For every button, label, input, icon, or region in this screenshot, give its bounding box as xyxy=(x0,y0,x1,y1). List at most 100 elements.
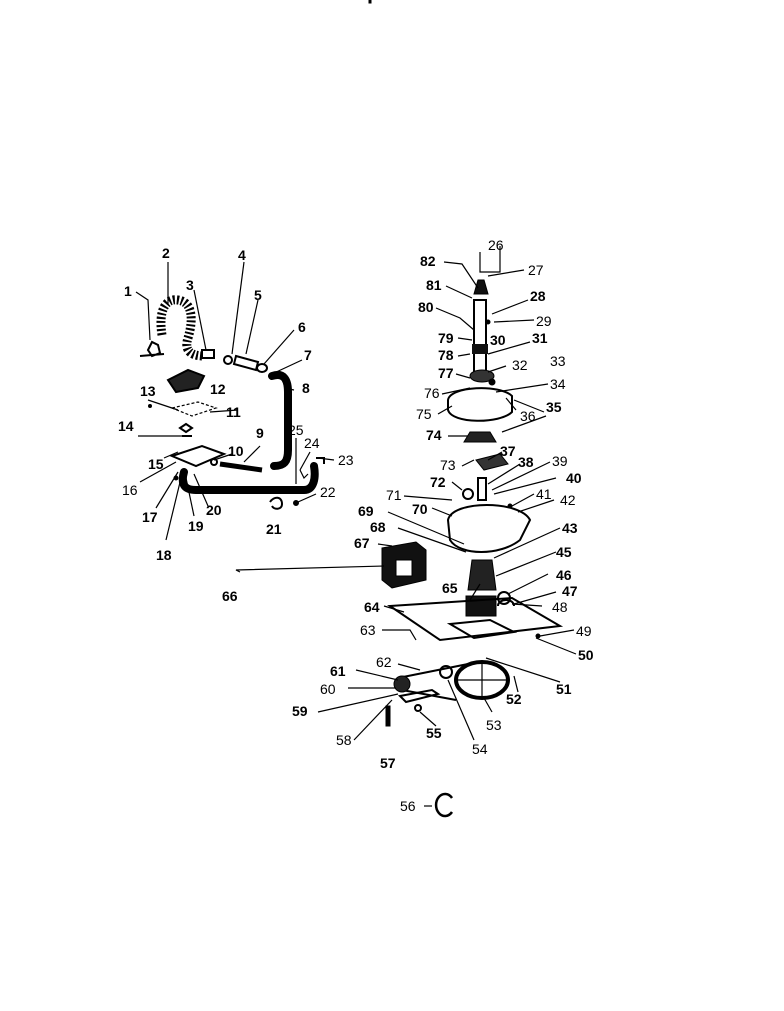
label-4: 4 xyxy=(238,247,246,263)
label-22: 22 xyxy=(320,484,336,500)
label-31: 31 xyxy=(532,330,548,346)
label-30: 30 xyxy=(490,332,506,348)
part-59-bracket xyxy=(397,688,441,704)
part-9-rod xyxy=(219,461,263,473)
label-67: 67 xyxy=(354,535,370,551)
transmission-assembly xyxy=(381,279,564,818)
label-75: 75 xyxy=(416,406,432,422)
part-11-gasket xyxy=(169,401,218,417)
part-73-gear xyxy=(475,453,509,471)
label-48: 48 xyxy=(552,599,568,615)
label-8: 8 xyxy=(302,380,310,396)
label-36: 36 xyxy=(520,408,536,424)
part-74-gear xyxy=(463,431,497,443)
part-64-plate xyxy=(387,596,564,642)
label-41: 41 xyxy=(536,486,552,502)
label-45: 45 xyxy=(556,544,572,560)
part-72 xyxy=(462,488,474,500)
label-1: 1 xyxy=(124,283,132,299)
part-62-belt xyxy=(397,663,469,701)
label-51: 51 xyxy=(556,681,572,697)
label-70: 70 xyxy=(412,501,428,517)
part-53-drive-pulley xyxy=(454,660,510,700)
label-76: 76 xyxy=(424,385,440,401)
part-43-coupling xyxy=(467,559,497,591)
label-5: 5 xyxy=(254,287,262,303)
part-49 xyxy=(535,633,541,639)
part-14-spring xyxy=(178,422,194,437)
part-8-hose xyxy=(268,371,292,470)
label-80: 80 xyxy=(418,299,434,315)
part-2-hose xyxy=(156,295,205,361)
label-24: 24 xyxy=(304,435,320,451)
label-57: 57 xyxy=(380,755,396,771)
label-71: 71 xyxy=(386,487,402,503)
label-15: 15 xyxy=(148,456,164,472)
label-81: 81 xyxy=(426,277,442,293)
part-54-idler xyxy=(439,665,453,679)
label-78: 78 xyxy=(438,347,454,363)
part-61-motor-pulley xyxy=(393,675,411,693)
part-78-seal xyxy=(472,344,488,354)
label-77: 77 xyxy=(438,365,454,381)
part-38-pinion xyxy=(477,477,487,501)
part-30-shaft xyxy=(473,299,487,375)
label-33: 33 xyxy=(550,353,566,369)
label-61: 61 xyxy=(330,663,346,679)
part-55-nut xyxy=(414,704,422,712)
drain-assembly xyxy=(139,295,325,510)
label-27: 27 xyxy=(528,262,544,278)
label-32: 32 xyxy=(512,357,528,373)
part-69-housing xyxy=(446,504,532,553)
label-17: 17 xyxy=(142,509,158,525)
top-mark xyxy=(368,0,372,4)
label-14: 14 xyxy=(118,418,134,434)
label-50: 50 xyxy=(578,647,594,663)
part-15-pump-body xyxy=(169,444,227,468)
label-49: 49 xyxy=(576,623,592,639)
label-42: 42 xyxy=(560,492,576,508)
label-10: 10 xyxy=(228,443,244,459)
label-9: 9 xyxy=(256,425,264,441)
part-33 xyxy=(488,378,496,386)
label-62: 62 xyxy=(376,654,392,670)
part-22-clip xyxy=(293,500,299,506)
label-73: 73 xyxy=(440,457,456,473)
label-72: 72 xyxy=(430,474,446,490)
label-79: 79 xyxy=(438,330,454,346)
label-82: 82 xyxy=(420,253,436,269)
label-7: 7 xyxy=(304,347,312,363)
part-20 xyxy=(210,458,218,466)
label-55: 55 xyxy=(426,725,442,741)
label-66: 66 xyxy=(222,588,238,604)
part-5-coupling xyxy=(232,354,260,372)
part-67-motor-window xyxy=(395,559,413,577)
part-81-cap xyxy=(473,279,489,295)
part-19-hose xyxy=(178,462,319,494)
part-1-clip xyxy=(139,340,165,358)
label-2: 2 xyxy=(162,245,170,261)
callout-labels: 1 2 3 4 5 6 7 8 9 10 11 12 13 14 15 16 1… xyxy=(118,237,594,814)
part-29 xyxy=(485,319,491,325)
label-37: 37 xyxy=(500,443,516,459)
label-13: 13 xyxy=(140,383,156,399)
part-24-clip xyxy=(299,469,309,480)
part-12-pump xyxy=(166,368,206,394)
part-41 xyxy=(507,503,513,509)
label-19: 19 xyxy=(188,518,204,534)
part-13 xyxy=(148,404,152,408)
label-39: 39 xyxy=(552,453,568,469)
label-20: 20 xyxy=(206,502,222,518)
label-25: 25 xyxy=(288,422,304,438)
label-53: 53 xyxy=(486,717,502,733)
part-53-spokes xyxy=(458,664,506,696)
label-6: 6 xyxy=(298,319,306,335)
label-40: 40 xyxy=(566,470,582,486)
label-29: 29 xyxy=(536,313,552,329)
label-43: 43 xyxy=(562,520,578,536)
part-21-clip xyxy=(269,496,284,510)
label-68: 68 xyxy=(370,519,386,535)
label-16: 16 xyxy=(122,482,138,498)
label-64: 64 xyxy=(364,599,380,615)
label-65: 65 xyxy=(442,580,458,596)
